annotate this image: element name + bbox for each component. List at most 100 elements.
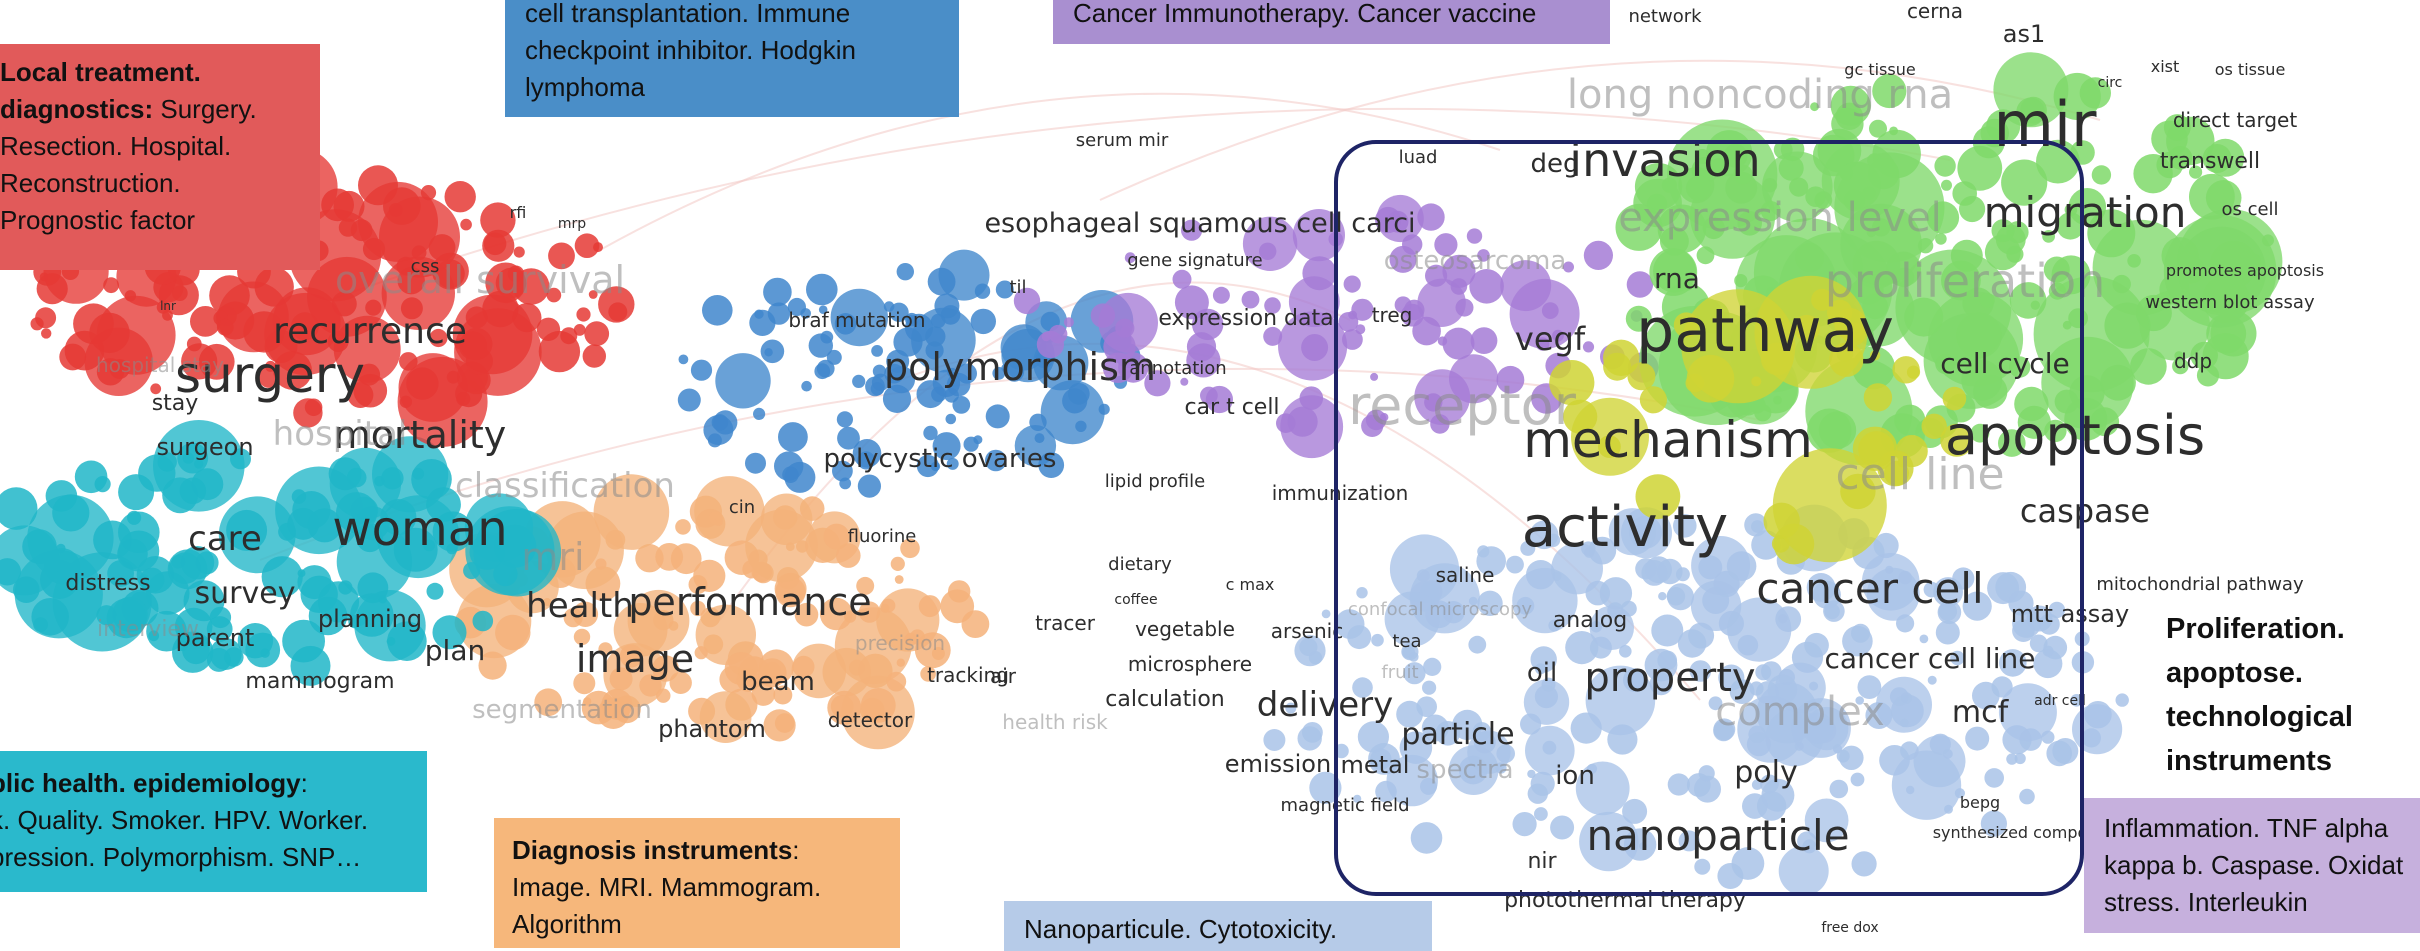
- red-term-bubble: [574, 233, 600, 258]
- green-term-bubble: [1979, 292, 1995, 308]
- cyan-term-bubble: [381, 467, 404, 490]
- term-label-os-cell: os cell: [2221, 199, 2278, 220]
- lightblue-term-bubble: [1334, 609, 1365, 639]
- orange-term-bubble: [627, 589, 690, 652]
- blue-term-bubble: [923, 425, 938, 441]
- orange-term-bubble: [619, 644, 643, 668]
- purple-term-bubble: [1376, 194, 1424, 243]
- purple-term-bubble: [1048, 324, 1068, 344]
- green-term-bubble: [2068, 188, 2107, 226]
- cyan-term-bubble: [206, 616, 233, 642]
- purple-term-bubble: [1466, 228, 1483, 244]
- lightblue-term-bubble: [1851, 851, 1877, 877]
- lightblue-term-bubble: [1651, 614, 1684, 647]
- orange-term-bubble: [757, 658, 787, 688]
- red-term-bubble: [495, 267, 527, 299]
- lightblue-term-bubble: [1749, 681, 1764, 696]
- term-label-poly: poly: [1734, 755, 1798, 790]
- term-label-performance: performance: [628, 580, 871, 624]
- blue-term-bubble: [784, 461, 816, 493]
- term-label-woman: woman: [332, 501, 507, 557]
- lightblue-term-bubble: [1410, 822, 1443, 854]
- term-label-gene-signature: gene signature: [1127, 250, 1263, 271]
- blue-term-bubble: [806, 273, 838, 306]
- purple-term-bubble: [1469, 269, 1504, 304]
- term-label-adr-cell: adr cell: [2034, 693, 2086, 709]
- purple-term-bubble: [1442, 327, 1475, 360]
- cyan-term-bubble: [372, 436, 449, 513]
- purple-term-bubble: [1470, 327, 1498, 354]
- red-term-bubble: [172, 285, 188, 302]
- orange-term-bubble: [656, 688, 671, 703]
- purple-term-bubble: [1342, 329, 1363, 350]
- red-term-bubble: [162, 309, 173, 321]
- yellow-term-bubble: [1942, 386, 1967, 411]
- blue-term-bubble: [690, 359, 713, 381]
- purple-term-bubble: [1552, 329, 1564, 342]
- yellow-term-bubble: [1858, 431, 1895, 468]
- blue-term-bubble: [715, 353, 771, 409]
- term-label-tracer: tracer: [1035, 611, 1096, 635]
- annotation-colon: :: [792, 835, 800, 865]
- green-term-bubble: [1904, 297, 1944, 337]
- blue-term-bubble: [702, 295, 733, 326]
- annotation-text: instruments: [2166, 745, 2332, 777]
- term-label-braf-mutation: braf mutation: [788, 308, 925, 332]
- purple-term-bubble: [1626, 271, 1654, 298]
- blue-term-bubble: [963, 436, 979, 452]
- red-term-bubble: [584, 321, 610, 347]
- lightblue-term-bubble: [2070, 694, 2083, 707]
- orange-term-bubble: [655, 543, 684, 571]
- green-term-bubble: [2042, 230, 2055, 243]
- lightblue-term-bubble: [1980, 810, 2007, 837]
- purple-term-bubble: [1041, 332, 1051, 342]
- green-term-bubble: [1696, 246, 1715, 265]
- annotation-text: Surgery.: [160, 94, 257, 124]
- purple-term-bubble: [1496, 365, 1525, 394]
- lightblue-term-bubble: [1529, 520, 1559, 550]
- blue-term-bubble: [985, 404, 1010, 429]
- lightblue-term-bubble: [1622, 798, 1648, 824]
- lightblue-term-bubble: [1802, 712, 1834, 745]
- purple-term-bubble: [1115, 318, 1135, 338]
- lightblue-term-bubble: [1965, 726, 1990, 751]
- term-label-stay: stay: [152, 391, 199, 416]
- term-label-lipid-profile: lipid profile: [1105, 471, 1205, 492]
- red-term-bubble: [536, 317, 561, 341]
- term-label-cell-line: cell line: [1835, 449, 2004, 500]
- lightblue-term-bubble: [1767, 674, 1798, 705]
- orange-term-bubble: [573, 628, 591, 646]
- green-term-bubble: [1934, 155, 1956, 177]
- green-term-bubble: [2133, 154, 2173, 194]
- cyan-term-bubble: [300, 575, 338, 613]
- orange-term-bubble: [827, 690, 862, 725]
- term-label-mtt-assay: mtt assay: [2011, 600, 2129, 628]
- orange-term-bubble: [534, 688, 563, 717]
- lightblue-term-bubble: [1534, 807, 1548, 821]
- orange-term-bubble: [573, 672, 596, 695]
- green-term-bubble: [2087, 209, 2136, 258]
- blue-term-bubble: [970, 308, 996, 335]
- lightblue-term-bubble: [1579, 811, 1639, 872]
- orange-term-bubble: [693, 559, 726, 593]
- lightblue-term-bubble: [1472, 722, 1491, 741]
- lightblue-term-bubble: [1565, 631, 1599, 665]
- lightblue-term-bubble: [1416, 696, 1437, 717]
- lightblue-term-bubble: [1422, 680, 1437, 695]
- lightblue-term-bubble: [1641, 560, 1668, 586]
- term-label-complex: complex: [1715, 689, 1885, 735]
- lightblue-term-bubble: [1523, 679, 1570, 725]
- orange-term-bubble: [694, 646, 708, 660]
- purple-term-bubble: [1455, 298, 1474, 317]
- lightblue-term-bubble: [2014, 752, 2026, 765]
- orange-term-bubble: [920, 666, 936, 682]
- green-term-bubble: [1941, 179, 1952, 191]
- lightblue-term-bubble: [2115, 693, 2129, 707]
- green-term-bubble: [1840, 203, 1922, 286]
- orange-term-bubble: [886, 671, 907, 692]
- term-label-pathway: pathway: [1636, 296, 1894, 366]
- orange-term-bubble: [856, 576, 875, 595]
- purple-term-bubble: [1186, 332, 1217, 362]
- term-label-os-tissue: os tissue: [2215, 60, 2286, 79]
- annotation-immune: cell transplantation. Immune checkpoint …: [505, 0, 959, 117]
